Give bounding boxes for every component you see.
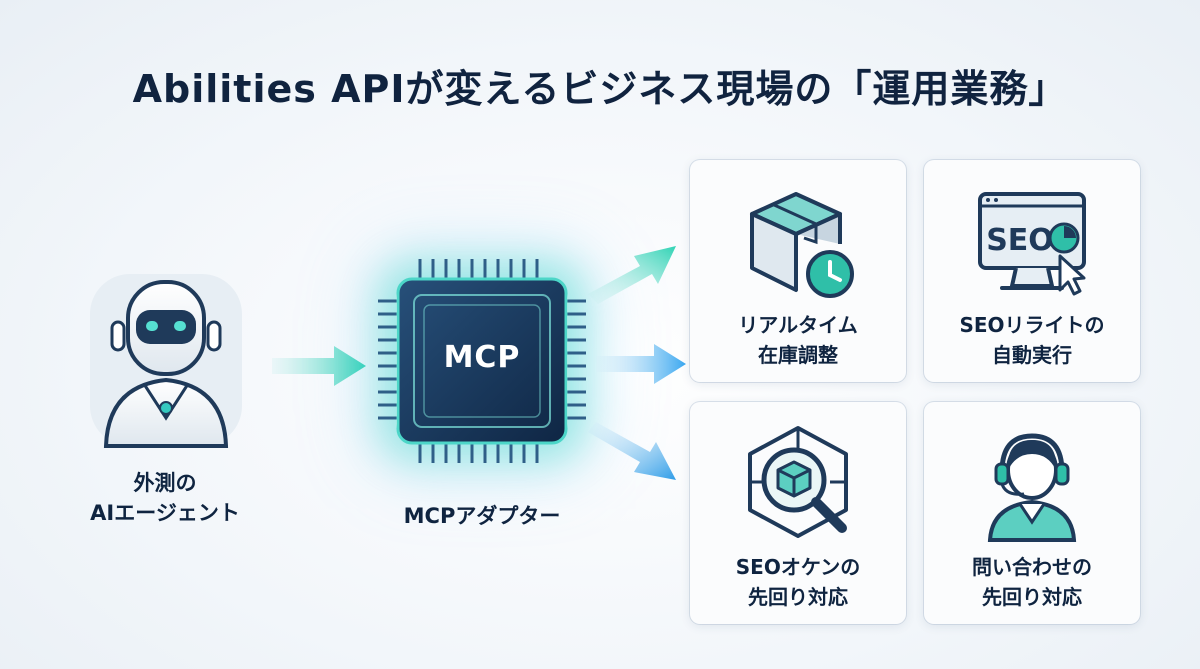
card-label-line-1: SEOリライトの bbox=[959, 313, 1105, 337]
card-label: SEOオケンの 先回り対応 bbox=[690, 552, 906, 612]
card-label-line-2: 先回り対応 bbox=[982, 585, 1082, 609]
agent-label-line-1: 外測の bbox=[133, 471, 197, 495]
arrow-agent-to-adapter bbox=[272, 346, 366, 386]
magnifier-cube-icon bbox=[748, 426, 848, 538]
arrow-adapter-to-bottom bbox=[588, 422, 676, 480]
card-label-line-1: 問い合わせの bbox=[972, 555, 1092, 579]
headset-operator-icon bbox=[987, 433, 1077, 542]
arrow-adapter-to-middle bbox=[596, 344, 686, 384]
page-title: Abilities APIが変えるビジネス現場の「運用業務」 bbox=[132, 67, 1068, 111]
chip-text: MCP bbox=[443, 340, 521, 375]
agent-label-line-2: AIエージェント bbox=[90, 501, 240, 525]
agent-label: 外測の AIエージェント bbox=[70, 468, 260, 528]
arrow-adapter-to-top bbox=[588, 246, 676, 304]
card-inquiries: 問い合わせの 先回り対応 bbox=[924, 402, 1140, 624]
card-seo-risk: SEOオケンの 先回り対応 bbox=[690, 402, 906, 624]
robot-icon bbox=[90, 274, 242, 448]
adapter-label: MCPアダプター bbox=[403, 504, 561, 528]
card-label-line-1: リアルタイム bbox=[738, 313, 858, 337]
card-label: 問い合わせの 先回り対応 bbox=[924, 552, 1140, 612]
card-label: リアルタイム 在庫調整 bbox=[690, 310, 906, 370]
card-realtime-inventory: リアルタイム 在庫調整 bbox=[690, 160, 906, 382]
card-seo-rewrite: SEO SEOリライトの 自動実行 bbox=[924, 160, 1140, 382]
box-clock-icon bbox=[750, 192, 854, 298]
seo-monitor-icon: SEO bbox=[978, 192, 1086, 296]
seo-icon-text: SEO bbox=[986, 223, 1054, 258]
card-label-line-1: SEOオケンの bbox=[735, 555, 861, 579]
card-label-line-2: 自動実行 bbox=[992, 343, 1072, 367]
chip-icon bbox=[378, 259, 586, 463]
card-label-line-2: 先回り対応 bbox=[748, 585, 848, 609]
card-label: SEOリライトの 自動実行 bbox=[924, 310, 1140, 370]
card-label-line-2: 在庫調整 bbox=[758, 343, 838, 367]
